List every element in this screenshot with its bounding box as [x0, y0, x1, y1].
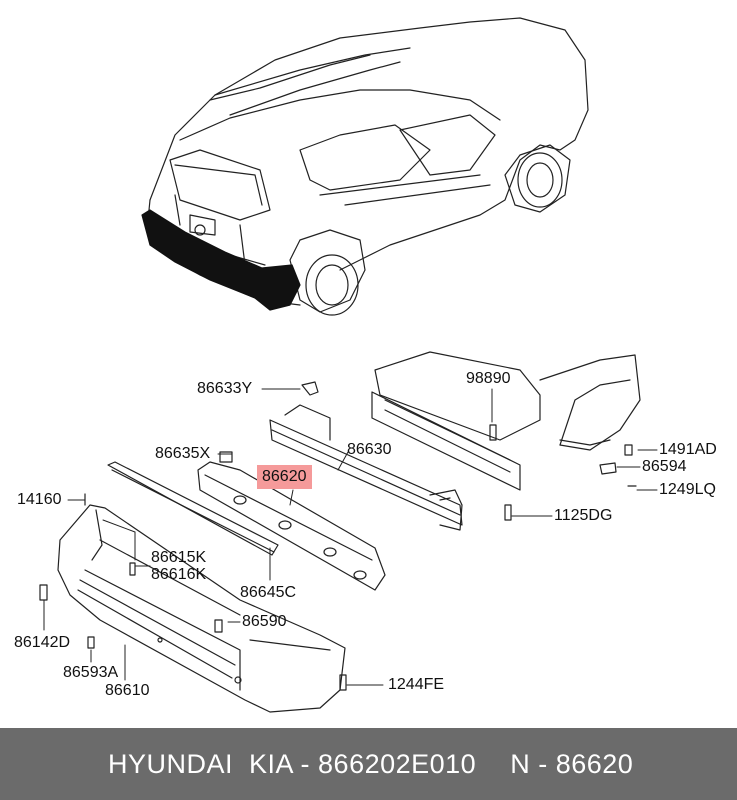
part-label-1491AD[interactable]: 1491AD [659, 441, 717, 458]
part-label-1125DG[interactable]: 1125DG [554, 507, 613, 524]
part-label-1244FE[interactable]: 1244FE [388, 676, 445, 693]
part-label-86593A[interactable]: 86593A [63, 664, 119, 681]
footer-brand: HYUNDAI [108, 748, 234, 779]
part-label-86615K[interactable]: 86615K [151, 549, 207, 566]
part-label-86633Y[interactable]: 86633Y [197, 380, 253, 397]
leader-lines [43, 388, 658, 686]
part-label-86616K[interactable]: 86616K [151, 566, 207, 583]
part-label-98890[interactable]: 98890 [466, 370, 511, 387]
part-label-86594[interactable]: 86594 [642, 458, 687, 475]
strip-illustration [107, 461, 279, 556]
absorber-illustration [197, 461, 386, 591]
footer-part-number: N - 86620 [510, 748, 634, 779]
bumper-cover-illustration [57, 504, 346, 713]
parts-diagram [39, 17, 658, 713]
part-label-86635X[interactable]: 86635X [155, 445, 211, 462]
part-label-86610[interactable]: 86610 [105, 682, 150, 699]
footer-bar: HYUNDAI KIA - 866202E010 N - 86620 [0, 728, 737, 800]
part-label-86645C[interactable]: 86645C [240, 584, 297, 601]
footer-oem-number: KIA - 866202E010 [249, 748, 477, 779]
part-label-14160[interactable]: 14160 [17, 491, 62, 508]
rear-bumper-highlight [141, 209, 301, 311]
part-label-86620[interactable]: 86620 [257, 465, 312, 489]
part-label-86142D[interactable]: 86142D [14, 634, 71, 651]
bumper-beam-illustration [269, 404, 463, 531]
rear-panel-illustration [371, 351, 641, 491]
part-label-86590[interactable]: 86590 [242, 613, 287, 630]
part-label-1249LQ[interactable]: 1249LQ [659, 481, 716, 498]
part-label-86630[interactable]: 86630 [347, 441, 392, 458]
